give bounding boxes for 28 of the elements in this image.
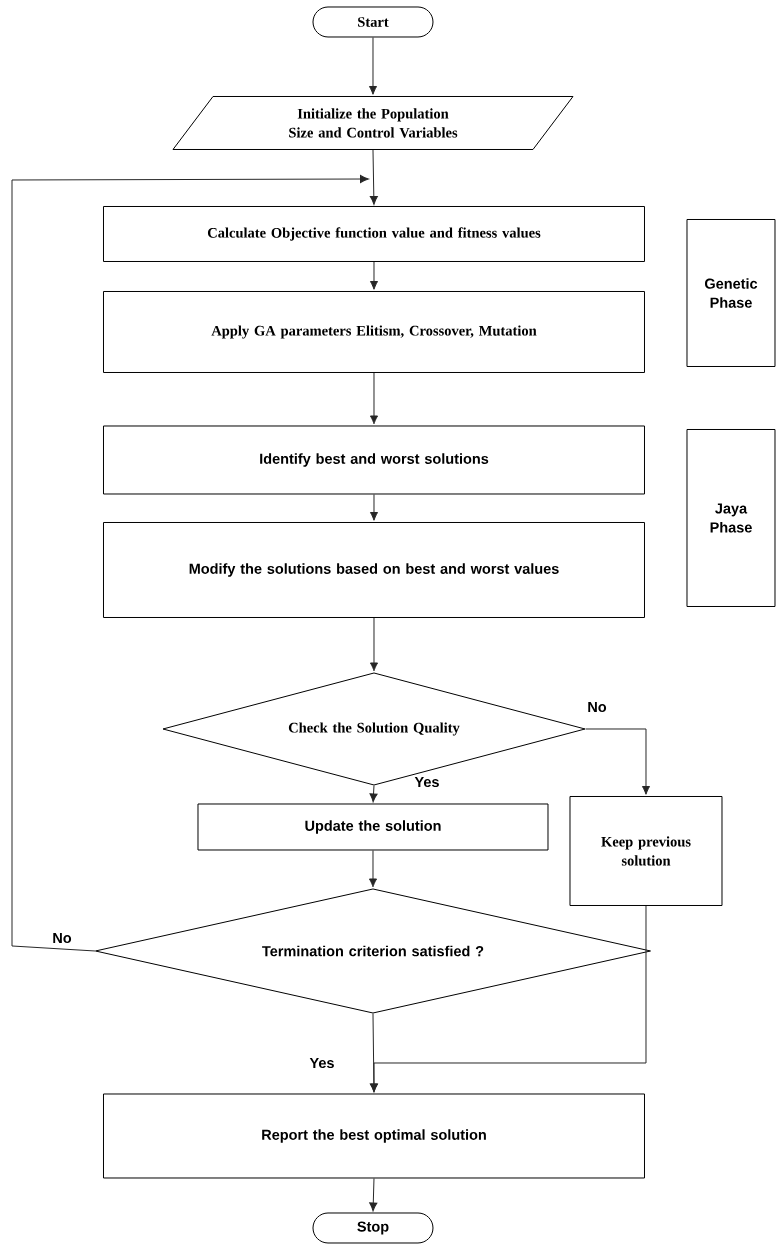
edge-label: No xyxy=(586,700,608,714)
process-box: Apply GA parameters Elitism, Crossover, Mutation xyxy=(103,291,645,373)
arrow xyxy=(369,149,378,205)
arrow xyxy=(11,175,369,952)
arrow xyxy=(368,37,378,95)
arrow xyxy=(369,1178,378,1212)
stop-terminal: Stop xyxy=(312,1212,434,1244)
phase-box: Jaya Phase xyxy=(686,429,776,607)
arrow xyxy=(369,372,379,425)
edge-label: No xyxy=(51,931,73,945)
edge-label: Yes xyxy=(413,775,441,789)
process-box: Identify best and worst solutions xyxy=(103,425,645,495)
process-box: Report the best optimal solution xyxy=(103,1093,645,1179)
process-box: Calculate Objective function value and fitness values xyxy=(103,206,645,262)
input-parallelogram: Initialize the Population Size and Control Variables xyxy=(172,96,574,150)
process-box: Keep previous solution xyxy=(569,796,723,906)
process-box: Modify the solutions based on best and worst values xyxy=(103,522,645,618)
edge-label: Yes xyxy=(308,1056,336,1070)
process-box: Update the solution xyxy=(197,803,549,851)
arrow xyxy=(369,617,379,672)
phase-box: Genetic Phase xyxy=(686,219,776,367)
arrow xyxy=(369,261,379,290)
start-terminal: Start xyxy=(312,6,434,38)
arrow xyxy=(369,494,379,521)
arrow xyxy=(369,785,378,803)
arrow xyxy=(368,850,378,888)
arrow xyxy=(369,1013,378,1093)
arrow xyxy=(585,728,651,795)
